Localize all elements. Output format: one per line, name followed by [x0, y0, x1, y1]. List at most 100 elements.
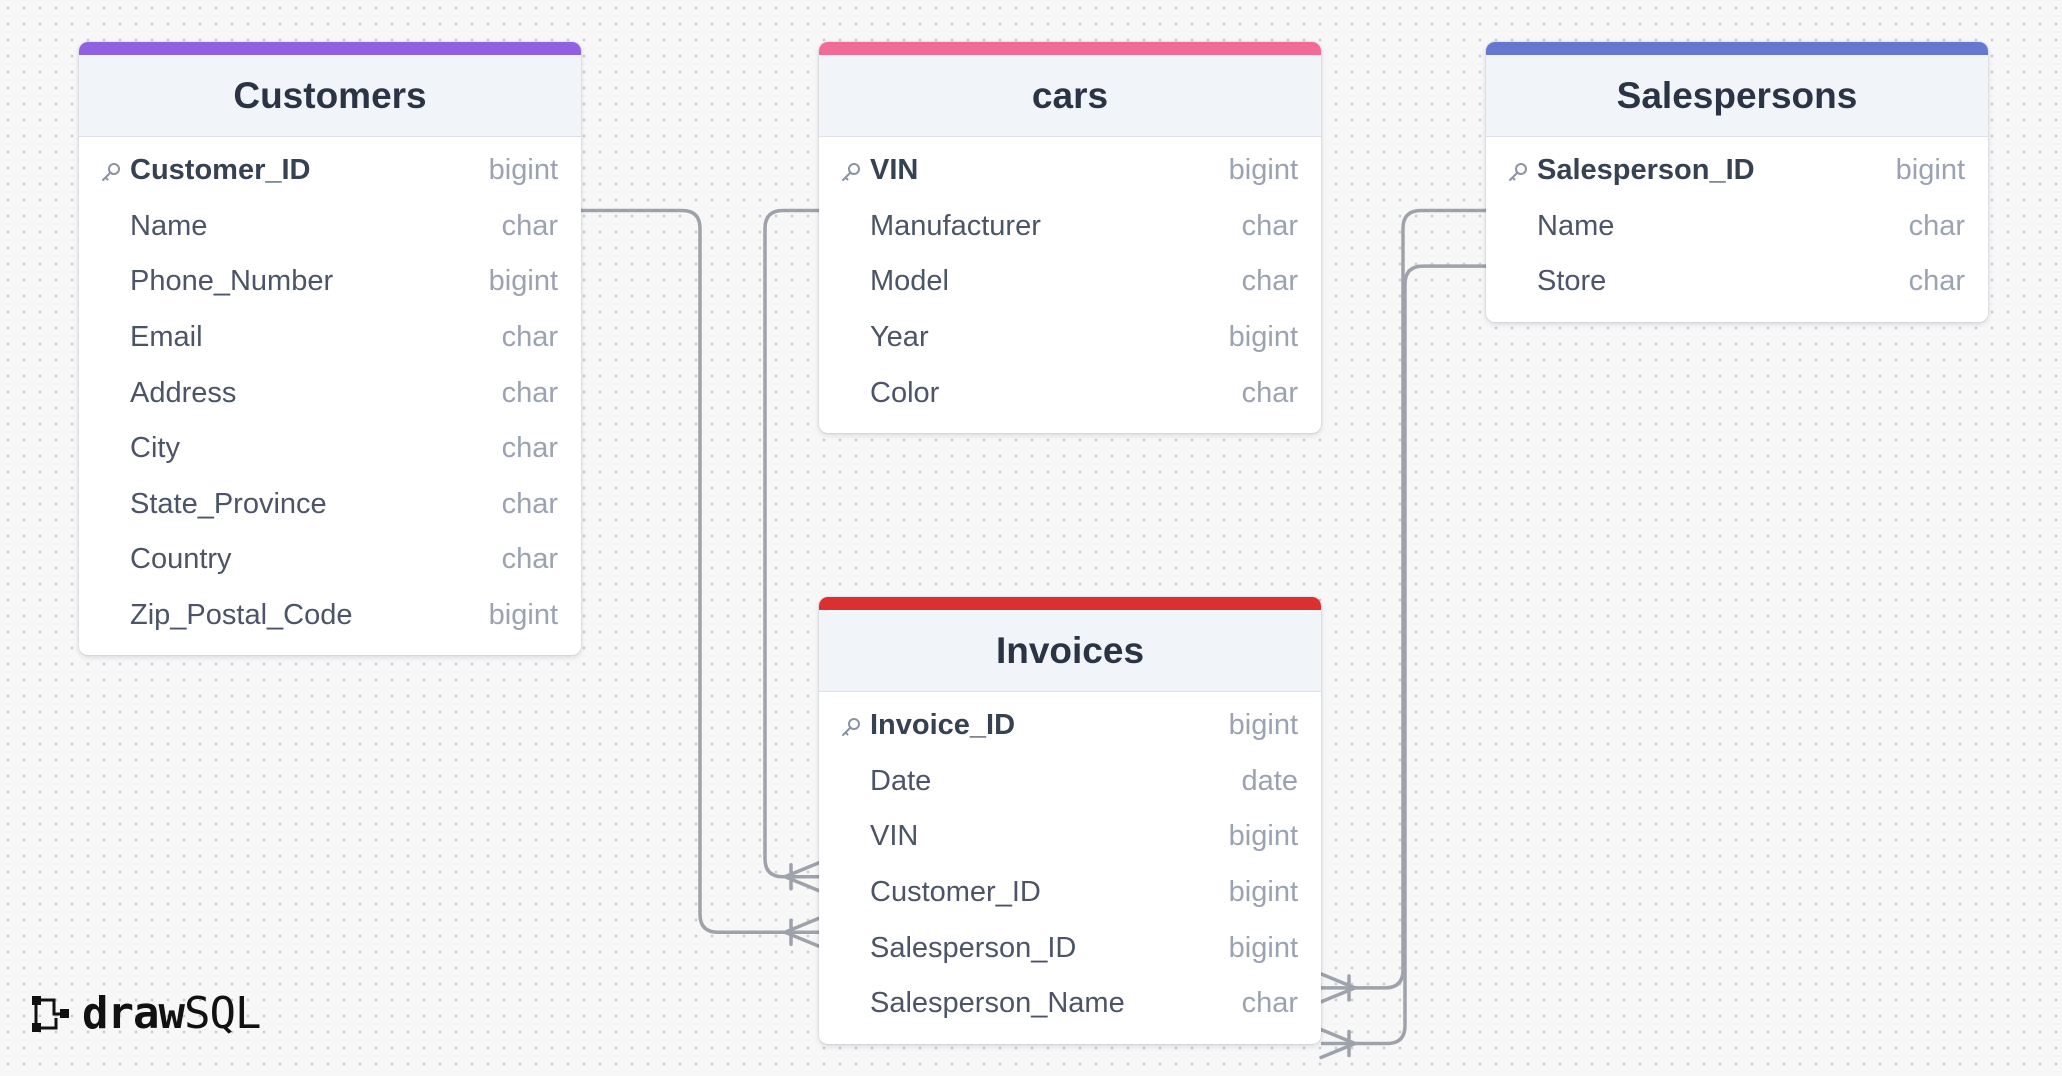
column-type: char	[501, 432, 558, 465]
column-row[interactable]: Model char	[819, 254, 1321, 310]
column-name: City	[130, 432, 180, 465]
column-type: char	[501, 209, 558, 242]
column-row[interactable]: State_Province char	[79, 477, 581, 533]
column-row[interactable]: Invoice_ID bigint	[819, 698, 1321, 754]
column-name: Name	[130, 209, 208, 242]
column-type: bigint	[488, 265, 558, 298]
column-row[interactable]: Year bigint	[819, 310, 1321, 366]
column-name: Year	[870, 321, 929, 354]
column-row[interactable]: VIN bigint	[819, 809, 1321, 865]
column-type: char	[501, 543, 558, 576]
crows-foot-marker	[1319, 1027, 1357, 1060]
column-row[interactable]: Address char	[79, 365, 581, 421]
column-name: Salesperson_ID	[1537, 154, 1755, 187]
column-type: char	[501, 376, 558, 409]
column-type: bigint	[488, 599, 558, 632]
column-name: Store	[1537, 265, 1607, 298]
column-row[interactable]: Email char	[79, 310, 581, 366]
column-type: char	[1241, 987, 1298, 1020]
column-row[interactable]: Color char	[819, 365, 1321, 421]
column-type: char	[501, 487, 558, 520]
column-type: char	[1241, 209, 1298, 242]
key-icon	[102, 163, 120, 181]
column-row[interactable]: Name char	[79, 199, 581, 255]
relationship-line	[1321, 208, 1486, 990]
column-type: bigint	[1228, 154, 1298, 187]
column-row[interactable]: Customer_ID bigint	[79, 143, 581, 199]
key-icon	[842, 163, 860, 181]
table-accent-bar	[1486, 42, 1988, 55]
table-title[interactable]: Customers	[79, 55, 581, 137]
table-accent-bar	[819, 597, 1321, 610]
crows-foot-marker	[783, 916, 821, 949]
column-type: char	[1908, 209, 1965, 242]
column-type: bigint	[1228, 820, 1298, 853]
column-name: Customer_ID	[870, 876, 1041, 909]
column-type: date	[1241, 764, 1298, 797]
table-accent-bar	[819, 42, 1321, 55]
column-type: char	[501, 321, 558, 354]
column-row[interactable]: Date date	[819, 754, 1321, 810]
column-row[interactable]: Manufacturer char	[819, 199, 1321, 255]
column-row[interactable]: VIN bigint	[819, 143, 1321, 199]
column-type: bigint	[1895, 154, 1965, 187]
column-type: bigint	[1228, 321, 1298, 354]
column-row[interactable]: Country char	[79, 532, 581, 588]
column-name: VIN	[870, 154, 919, 187]
column-type: char	[1241, 376, 1298, 409]
column-row[interactable]: City char	[79, 421, 581, 477]
table-accent-bar	[79, 42, 581, 55]
column-name: VIN	[870, 820, 919, 853]
column-name: Name	[1537, 209, 1615, 242]
column-row[interactable]: Salesperson_ID bigint	[819, 920, 1321, 976]
column-name: Country	[130, 543, 232, 576]
column-name: Invoice_ID	[870, 709, 1016, 742]
crows-foot-marker	[1319, 972, 1357, 1004]
column-row[interactable]: Zip_Postal_Code bigint	[79, 588, 581, 644]
table-title[interactable]: Invoices	[819, 610, 1321, 692]
column-name: Manufacturer	[870, 209, 1041, 242]
column-type: bigint	[1228, 876, 1298, 909]
relationship-line	[1321, 264, 1486, 1046]
column-row[interactable]: Salesperson_Name char	[819, 976, 1321, 1032]
column-type: bigint	[488, 154, 558, 187]
column-name: Email	[130, 321, 203, 354]
column-row[interactable]: Salesperson_ID bigint	[1486, 143, 1988, 199]
relationship-line	[763, 208, 819, 879]
column-name: Phone_Number	[130, 265, 334, 298]
column-row[interactable]: Phone_Number bigint	[79, 254, 581, 310]
column-name: Date	[870, 764, 932, 797]
column-name: Salesperson_Name	[870, 987, 1125, 1020]
column-row[interactable]: Customer_ID bigint	[819, 865, 1321, 921]
column-type: bigint	[1228, 709, 1298, 742]
column-row[interactable]: Name char	[1486, 199, 1988, 255]
relationship-line	[581, 208, 819, 935]
table-title[interactable]: Salespersons	[1486, 55, 1988, 137]
key-icon	[1509, 163, 1527, 181]
column-name: Zip_Postal_Code	[130, 599, 353, 632]
column-name: Customer_ID	[130, 154, 311, 187]
table-title[interactable]: cars	[819, 55, 1321, 137]
crows-foot-marker	[783, 860, 821, 893]
logo-text-draw: draw	[82, 988, 185, 1039]
drawsql-logo-icon	[32, 995, 69, 1032]
key-icon	[842, 718, 860, 736]
column-type: char	[1241, 265, 1298, 298]
column-name: Model	[870, 265, 949, 298]
column-name: Color	[870, 376, 940, 409]
column-name: Salesperson_ID	[870, 931, 1077, 964]
column-name: Address	[130, 376, 237, 409]
column-type: bigint	[1228, 931, 1298, 964]
column-name: State_Province	[130, 487, 327, 520]
